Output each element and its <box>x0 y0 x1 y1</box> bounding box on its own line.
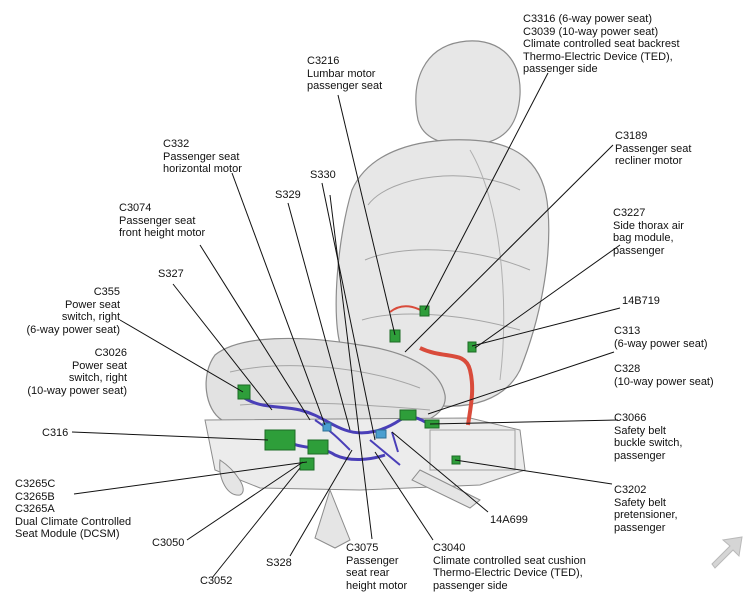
direction-arrow-icon <box>711 536 743 569</box>
label-c3316: C3316 (6-way power seat)C3039 (10-way po… <box>523 13 680 75</box>
leader-lines <box>71 72 621 579</box>
label-s330: S330 <box>310 169 336 181</box>
label-c3052: C3052 <box>200 575 233 587</box>
label-14a699: 14A699 <box>490 514 528 526</box>
label-14b719: 14B719 <box>622 295 660 307</box>
label-c3050: C3050 <box>152 537 185 549</box>
label-c316: C316 <box>42 427 69 439</box>
label-c328: C328(10-way power seat) <box>614 363 714 388</box>
label-s328: S328 <box>266 557 292 569</box>
passenger-seat <box>204 40 550 549</box>
label-s327: S327 <box>158 268 184 280</box>
label-s329: S329 <box>275 189 301 201</box>
label-c313: C313(6-way power seat) <box>614 325 708 350</box>
